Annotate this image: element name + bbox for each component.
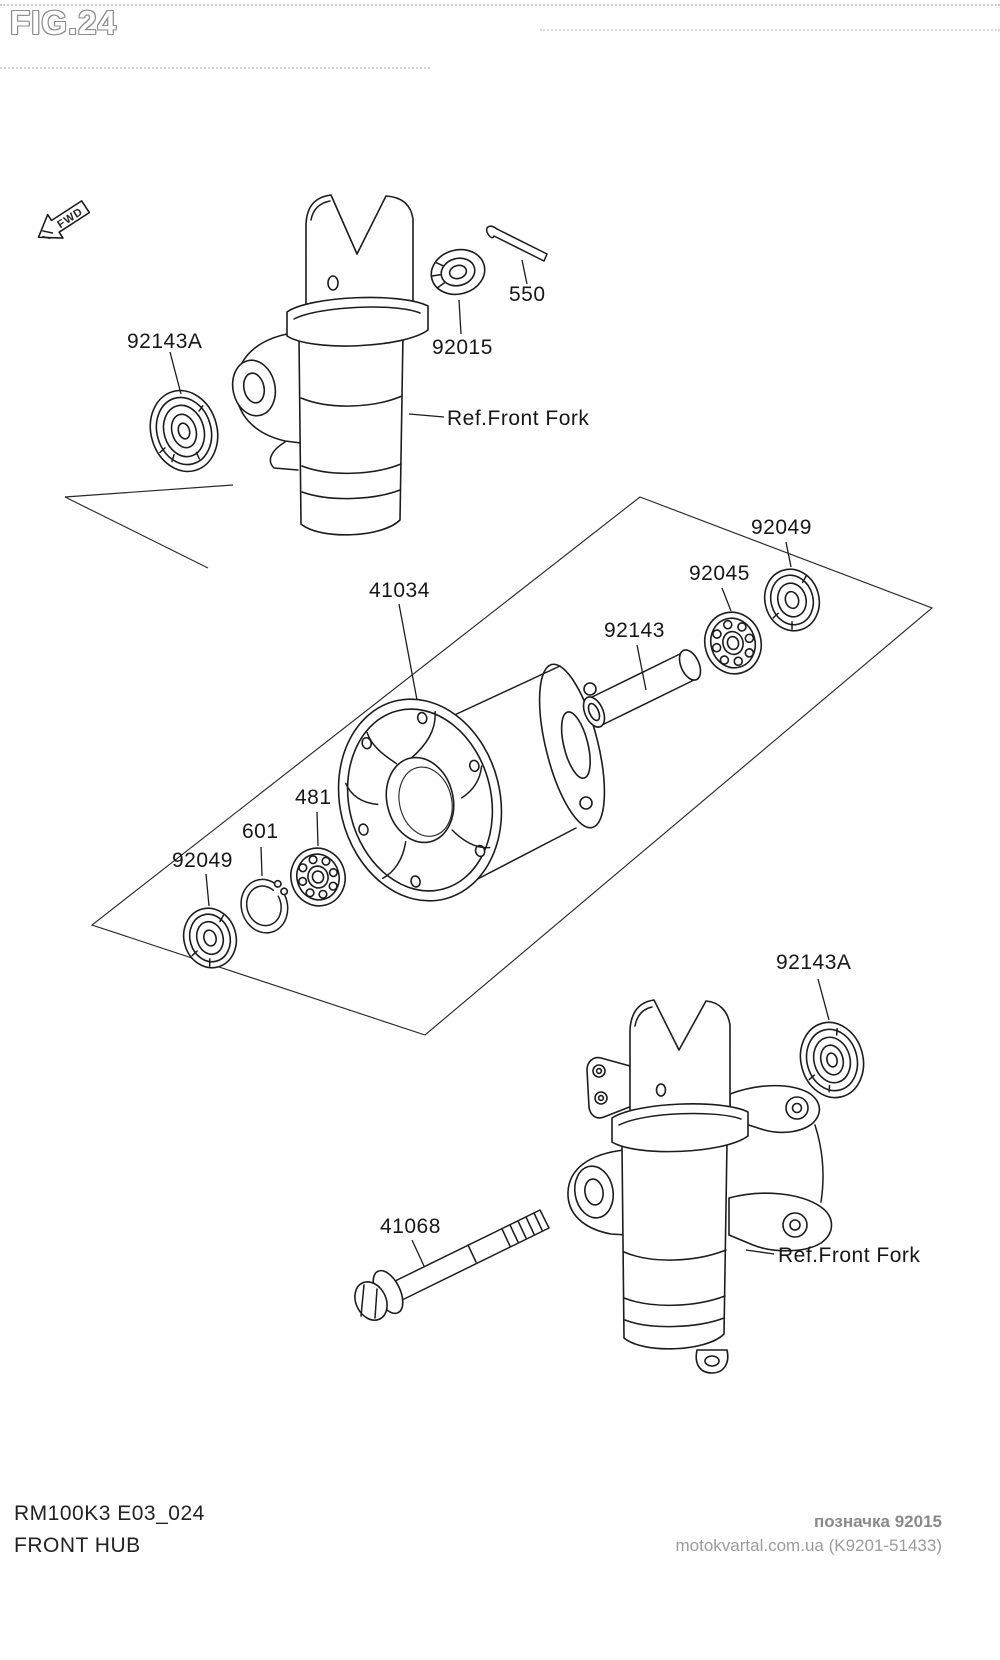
bearing-92045-drawing [703,611,763,675]
leader-lines [169,259,830,1267]
axle-nut-92015-drawing [430,248,486,296]
front-fork-top-drawing [231,194,429,536]
part-label-41068: 41068 [380,1215,441,1238]
part-label-41034: 41034 [369,579,430,602]
figure-code: RM100K3 E03_024 [14,1502,205,1525]
part-label-92015: 92015 [432,336,493,359]
part-label-92045: 92045 [689,562,750,585]
circlip-601-drawing [240,878,289,934]
seal-92049-left-drawing [182,907,238,969]
watermark-site: motokvartal.com.ua (K9201-51433) [675,1536,942,1555]
watermark-note: позначка 92015 [813,1512,942,1531]
part-label-601: 601 [242,820,279,843]
seal-92049-right-drawing [763,568,821,632]
perspective-frame [64,484,934,1036]
watermark: позначка 92015 motokvartal.com.ua (K9201… [676,1510,942,1558]
ref-label-front-fork-top: Ref.Front Fork [447,407,590,430]
axle-bolt-41068-drawing [354,1209,550,1321]
fwd-arrow-icon: FWD [37,200,91,239]
ref-label-front-fork-bottom: Ref.Front Fork [778,1244,921,1267]
bearing-481-drawing [290,847,346,907]
scan-noise-line [540,29,1000,31]
front-fork-bottom-drawing [567,999,833,1374]
cotter-pin-550-drawing [485,225,548,262]
part-label-481: 481 [295,786,332,809]
scan-noise-line [0,4,1000,6]
scan-noise-line [0,67,430,69]
part-label-92049-right: 92049 [751,516,812,539]
figure-title: FIG.24 [10,4,117,41]
figure-name: FRONT HUB [14,1534,141,1557]
part-label-92143: 92143 [604,619,665,642]
part-label-92049-left: 92049 [172,849,233,872]
part-label-92143a-top: 92143A [127,330,203,353]
dust-seal-cap-92143a-top-drawing [149,389,219,473]
part-label-550: 550 [509,283,546,306]
hub-41034-drawing [337,663,606,902]
part-label-92143a-bottom: 92143A [776,951,852,974]
spacer-92143-drawing [582,649,702,728]
dust-seal-cap-92143a-bottom-drawing [799,1021,865,1099]
